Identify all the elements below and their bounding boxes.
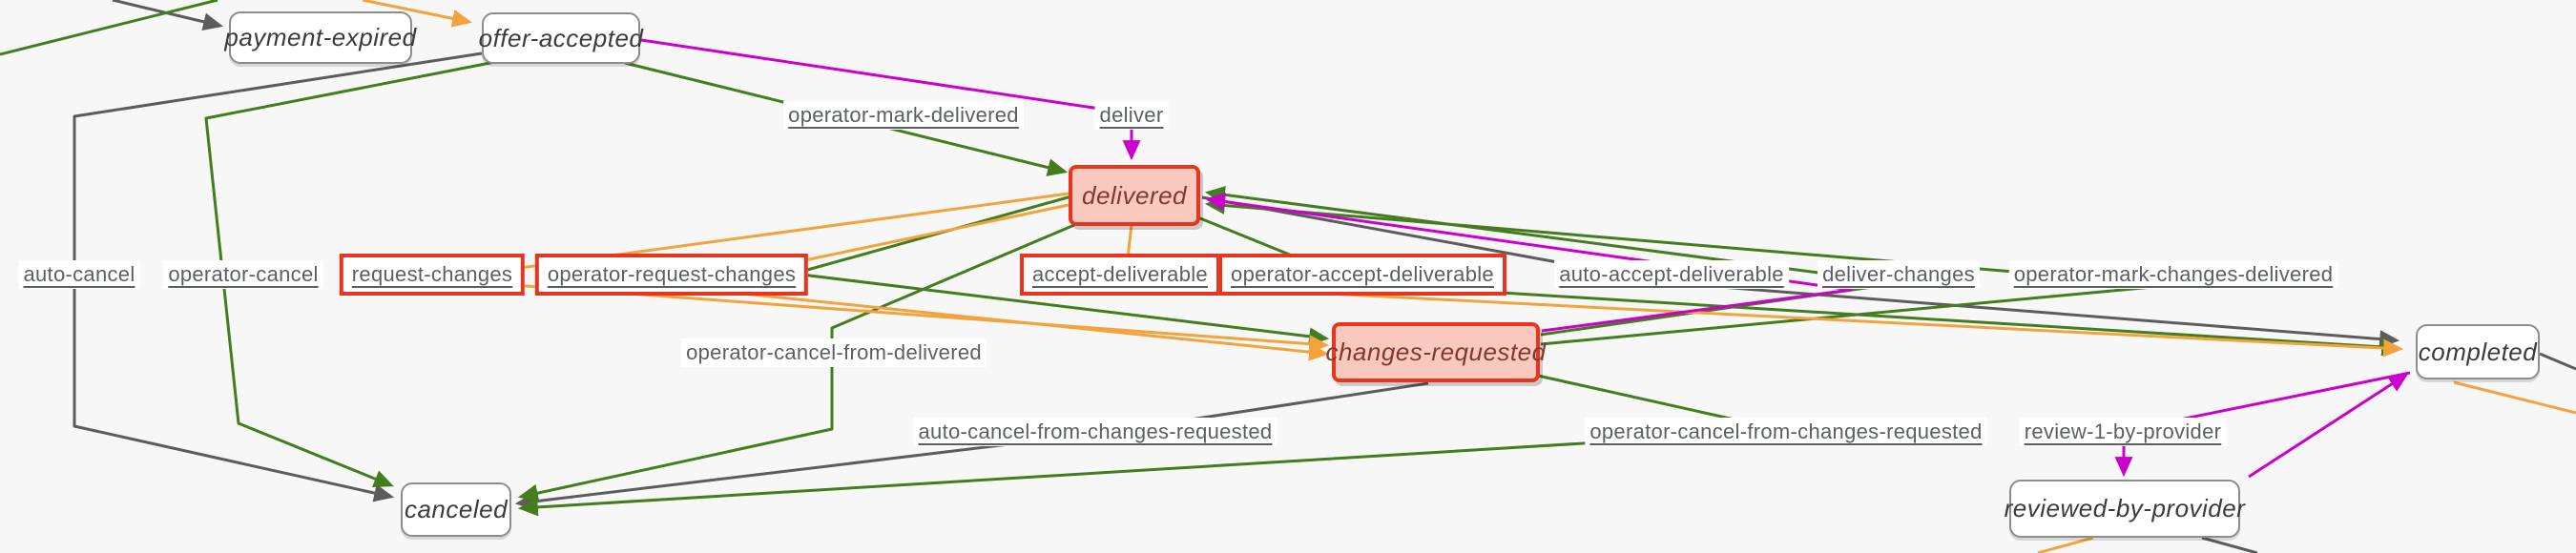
- edge-label-operator-cancel-from-delivered: operator-cancel-from-delivered: [681, 338, 987, 367]
- edge-completed-exit-bottom-right: [2453, 380, 2576, 415]
- state-node-offer-accepted[interactable]: offer-accepted: [479, 12, 643, 64]
- edge-label-deliver[interactable]: deliver: [1094, 101, 1169, 130]
- edge-operator-cancel-from-delivered-path: [517, 223, 1075, 502]
- state-node-canceled[interactable]: canceled: [401, 482, 511, 537]
- edge-into-offer-accepted: [362, 0, 473, 28]
- edge-label-deliver-changes[interactable]: deliver-changes: [1818, 260, 1980, 289]
- edge-deliver-path: [640, 38, 1141, 161]
- edge-label-operator-cancel[interactable]: operator-cancel: [163, 260, 323, 289]
- edge-label-accept-deliverable[interactable]: accept-deliverable: [1020, 254, 1220, 296]
- edge-label-auto-cancel-from-changes-requested[interactable]: auto-cancel-from-changes-requested: [913, 418, 1278, 446]
- edge-label-auto-cancel[interactable]: auto-cancel: [18, 260, 140, 289]
- edge-label-operator-request-changes[interactable]: operator-request-changes: [534, 254, 809, 296]
- state-node-completed[interactable]: completed: [2416, 324, 2540, 379]
- state-node-reviewed-by-provider[interactable]: reviewed-by-provider: [2005, 480, 2245, 538]
- edge-label-operator-mark-delivered[interactable]: operator-mark-delivered: [783, 101, 1024, 130]
- edge-reviewed-exit-bottom-right: [2201, 536, 2258, 553]
- state-node-changes-requested[interactable]: changes-requested: [1325, 322, 1546, 382]
- edge-label-request-changes[interactable]: request-changes: [339, 254, 526, 296]
- edge-label-operator-mark-changes-delivered[interactable]: operator-mark-changes-delivered: [2008, 260, 2338, 289]
- state-node-delivered[interactable]: delivered: [1069, 165, 1200, 226]
- edge-label-operator-cancel-from-changes-requested[interactable]: operator-cancel-from-changes-requested: [1585, 418, 1987, 446]
- edge-reviewed-exit-bottom-left: [2037, 536, 2094, 553]
- edge-label-auto-accept-deliverable[interactable]: auto-accept-deliverable: [1554, 260, 1789, 289]
- edge-label-operator-accept-deliverable[interactable]: operator-accept-deliverable: [1218, 254, 1506, 296]
- edge-green-exit-top-left: [0, 0, 218, 56]
- edge-magenta-into-delivered: [1204, 193, 1853, 333]
- edge-completed-exit-right: [2539, 352, 2576, 371]
- edge-label-review-1-by-provider[interactable]: review-1-by-provider: [2019, 418, 2227, 446]
- edge-magenta-into-completed: [2248, 373, 2409, 479]
- state-node-payment-expired[interactable]: payment-expired: [224, 11, 416, 64]
